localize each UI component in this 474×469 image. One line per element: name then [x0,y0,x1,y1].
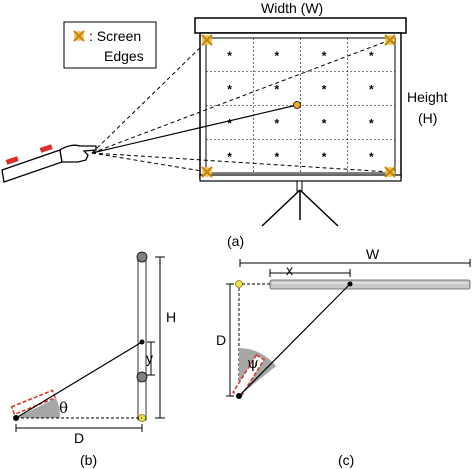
screen-target-dot: * [369,150,374,164]
height-label-line1: Height [407,89,448,105]
d-label-c: D [216,332,226,348]
projector-screen: * * * * * * * * * * * * * * * * [194,17,407,227]
corner-cross-marker-icon [384,166,396,178]
screen-target-dot: * [322,49,327,63]
rail-slider-knob [136,371,148,383]
screen-target-dot: * [227,116,232,130]
screen-dots: * * * * * * * * * * * * * * * * [227,49,374,164]
screen-bottom-bar [199,174,402,182]
screen-target-dot: * [227,83,232,97]
corner-cross-marker-icon [201,34,213,46]
panel-b: H y θ D (b) [10,251,176,468]
screen-target-dot: * [369,116,374,130]
rail-top-knob [136,251,148,263]
screen-target-dot: * [227,150,232,164]
caption-a: (a) [227,233,244,249]
screen-target-dot: * [322,83,327,97]
panel-a: : Screen Edges Width (W) Height (H) ****… [1,0,448,249]
legend-label-line1: : Screen [89,28,141,44]
bar-left-point [235,280,243,288]
screen-target-dot: * [275,49,280,63]
legend-label-line2: Edges [104,48,144,64]
screen-grid [206,38,395,173]
origin-point-c [236,393,242,399]
laser-hit-point-c [347,281,353,287]
screen-target-dot: * [227,49,232,63]
width-label: Width (W) [261,0,323,16]
laser-line-c [238,283,351,397]
w-label: W [366,246,380,262]
caption-c: (c) [338,452,354,468]
h-label: H [166,309,176,325]
screen-corner-markers [201,34,396,178]
origin-point-b [13,415,19,421]
screen-target-dot: * [369,83,374,97]
theta-wedge [16,398,61,418]
caption-b: (b) [80,452,97,468]
laser-line-b [15,341,143,419]
screen-target-dot: * [369,49,374,63]
height-label-line2: (H) [418,110,437,126]
legend-box: : Screen Edges [63,21,157,69]
screen-top-bar [194,17,407,34]
panel-c: W x D ψ (c) [216,246,471,468]
d-label-b: D [74,430,84,446]
hand-with-laser-icon [1,144,97,183]
screen-target-dot: * [275,116,280,130]
screen-target-dot: * [275,150,280,164]
projection-lines [91,39,391,173]
corner-cross-marker-icon [384,34,396,46]
horizontal-bar [269,279,471,290]
screen-tripod [261,189,339,227]
screen-target-dot: * [322,150,327,164]
corner-cross-marker-icon [201,166,213,178]
theta-label: θ [59,399,68,417]
pointed-target-dot [293,101,301,109]
psi-label: ψ [247,354,259,372]
laser-hit-point-b [139,339,145,345]
legend-cross-marker-icon [73,30,85,42]
screen-target-dot: * [322,116,327,130]
x-label: x [286,262,293,278]
vertical-rail [137,256,147,421]
screen-target-dot: * [275,83,280,97]
y-label: y [146,350,153,366]
